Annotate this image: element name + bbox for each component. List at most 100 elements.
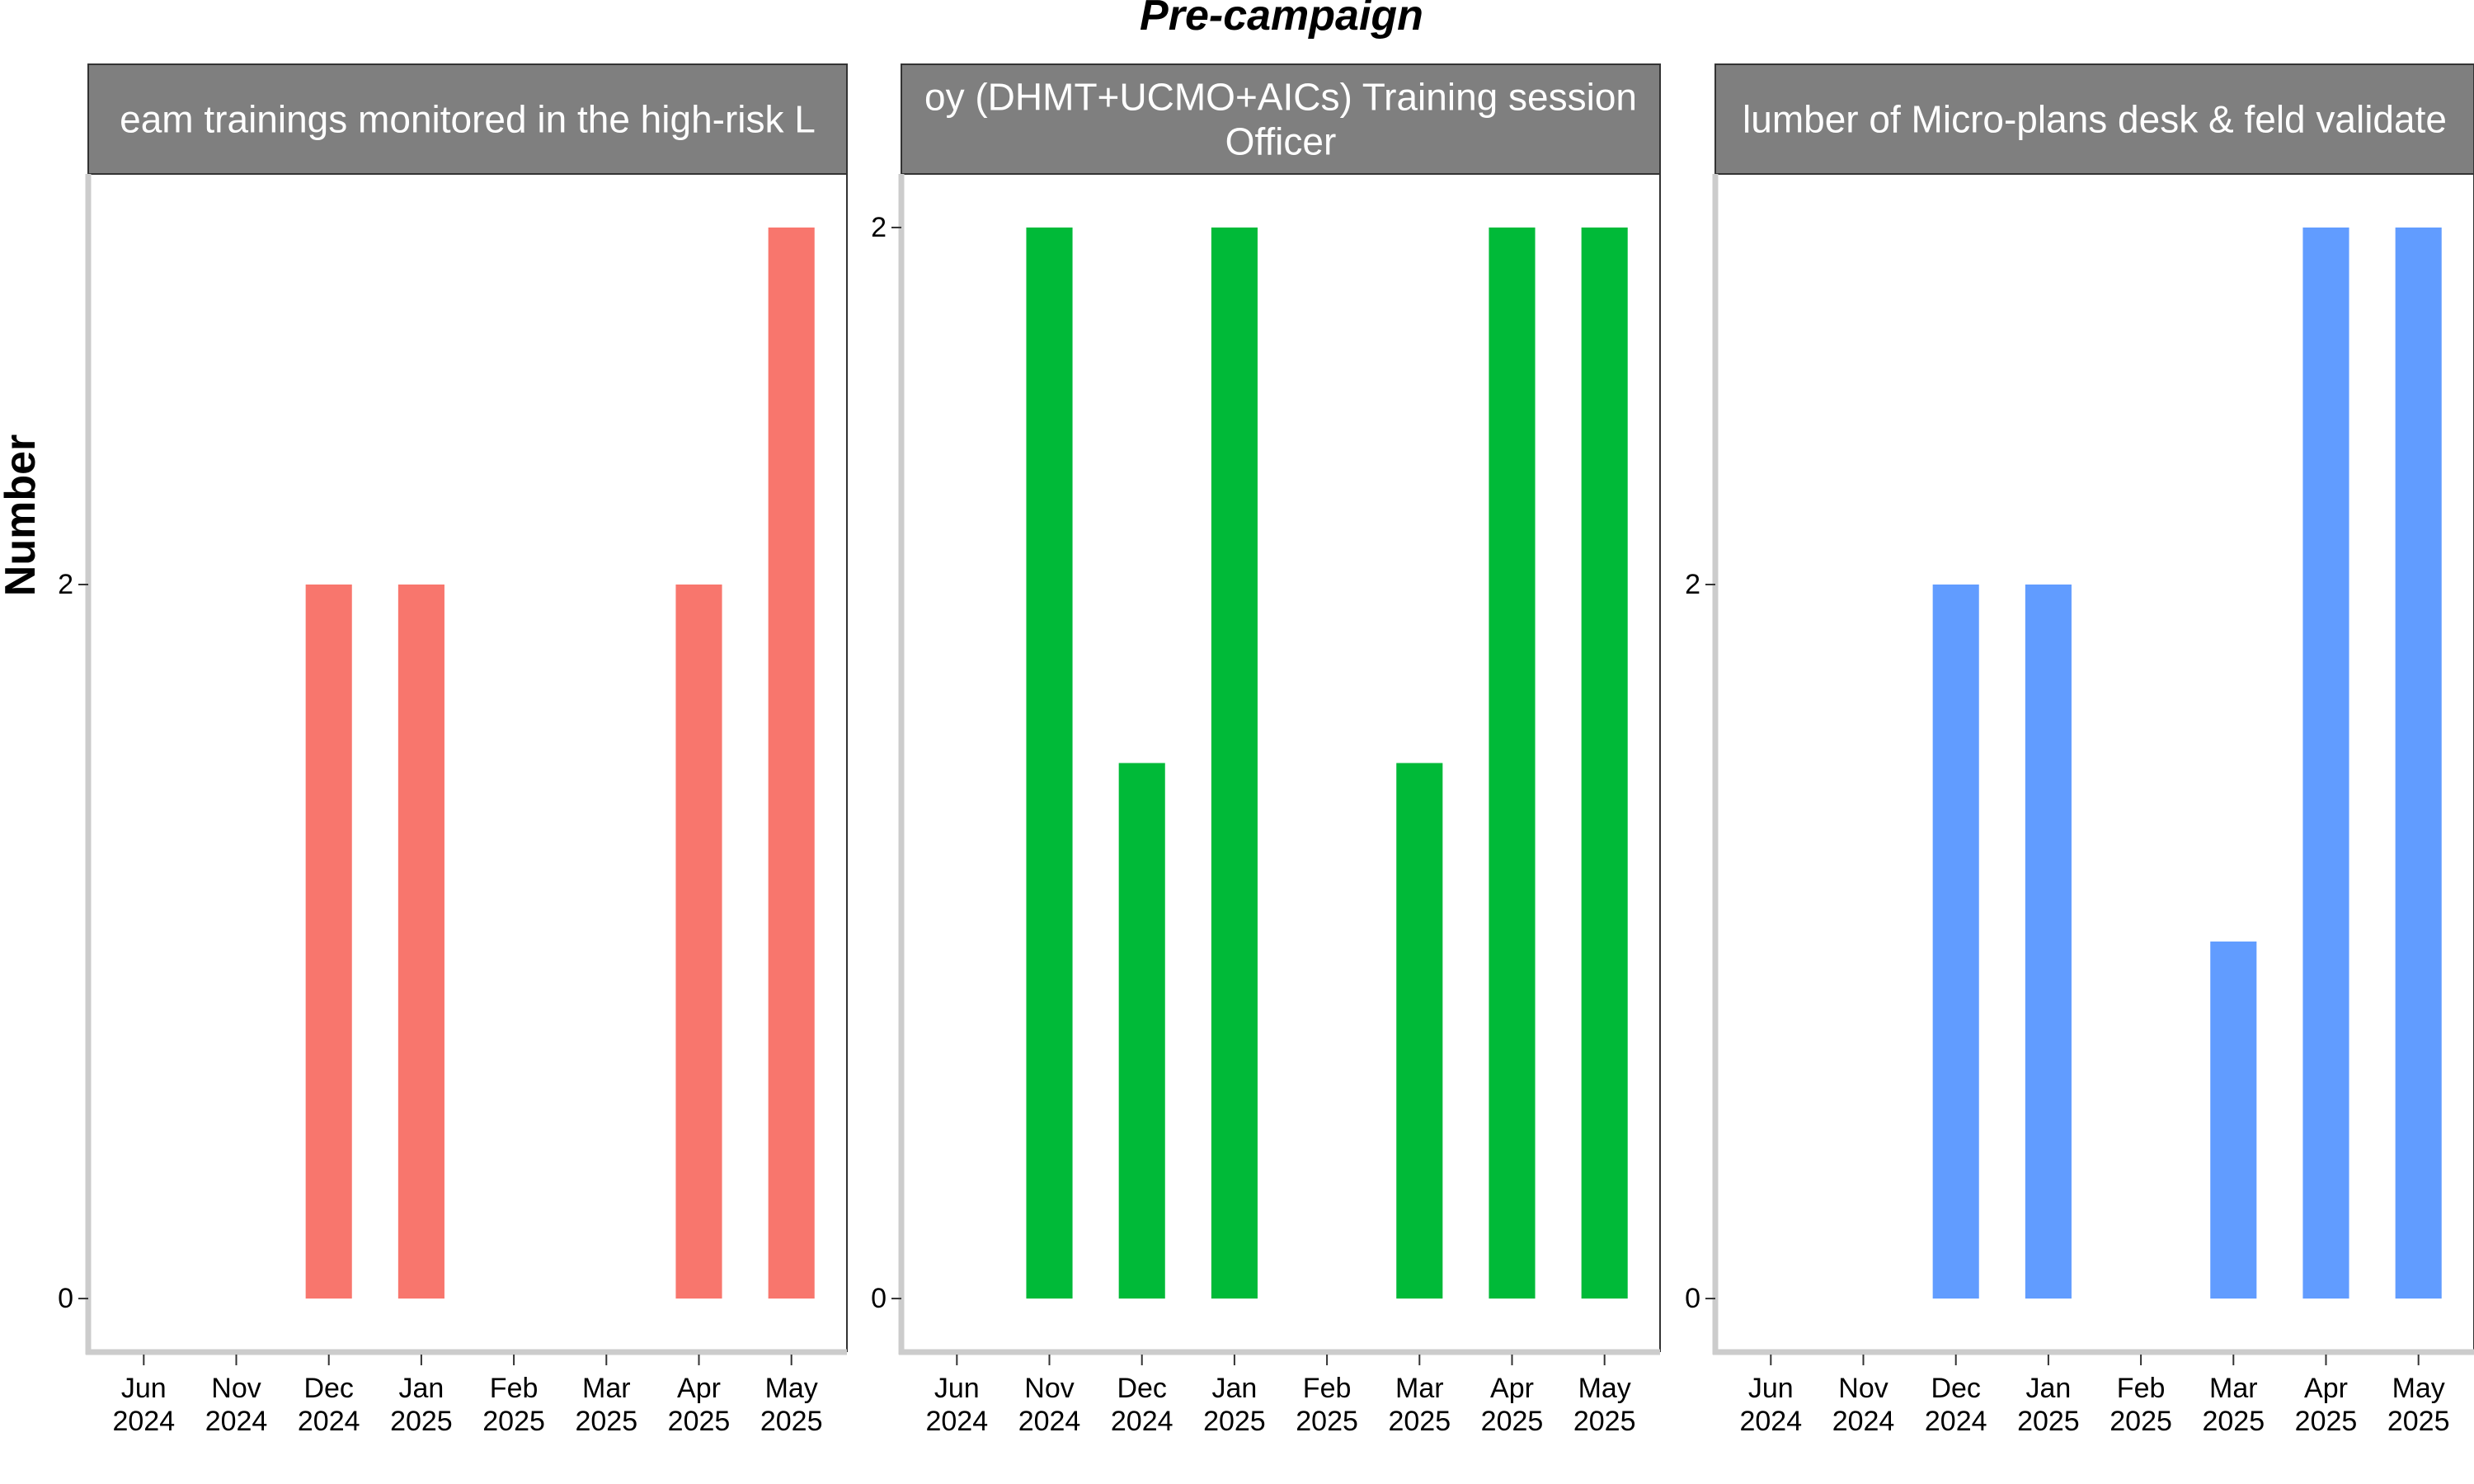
facet-strip-label: oy (DHMT+UCMO+AICs) Training session <box>924 76 1637 119</box>
facet-panels: eam trainings monitored in the high-risk… <box>58 63 2474 1437</box>
x-tick-year: 2024 <box>298 1406 360 1437</box>
y-tick-label: 2 <box>871 212 887 243</box>
x-tick-month: Apr <box>2304 1373 2348 1404</box>
x-tick-year: 2024 <box>1111 1406 1174 1437</box>
facet-panel-2: oy (DHMT+UCMO+AICs) Training sessionOffi… <box>871 63 1661 1437</box>
x-tick-month: Jun <box>934 1373 980 1404</box>
x-tick-year: 2025 <box>2202 1406 2265 1437</box>
bar-dec-2024 <box>1932 584 1979 1299</box>
x-tick-year: 2024 <box>925 1406 988 1437</box>
bar-jan-2025 <box>2025 584 2072 1299</box>
x-tick-year: 2024 <box>1018 1406 1081 1437</box>
y-axis-label: Number <box>0 434 45 596</box>
facet-panel-1: eam trainings monitored in the high-risk… <box>58 63 848 1437</box>
x-tick-year: 2025 <box>1296 1406 1358 1437</box>
x-tick-month: Feb <box>1303 1373 1352 1404</box>
x-tick-year: 2025 <box>760 1406 823 1437</box>
x-tick-month: Apr <box>677 1373 721 1404</box>
facet-strip-background <box>901 63 1661 175</box>
x-tick-month: May <box>2392 1373 2445 1404</box>
chart-title: Pre-campaign <box>1140 0 1423 40</box>
bar-mar-2025 <box>2210 942 2257 1299</box>
x-tick-year: 2025 <box>575 1406 637 1437</box>
x-tick-year: 2025 <box>1388 1406 1451 1437</box>
x-tick-year: 2025 <box>2387 1406 2450 1437</box>
x-tick-month: Nov <box>1838 1373 1888 1404</box>
x-tick-year: 2024 <box>205 1406 268 1437</box>
facet-strip-background <box>1714 63 2474 175</box>
y-tick-label: 0 <box>871 1283 887 1314</box>
bar-dec-2024 <box>305 584 352 1299</box>
y-tick-label: 2 <box>58 569 73 600</box>
bar-dec-2024 <box>1118 763 1165 1299</box>
plot-background <box>901 174 1660 1352</box>
x-tick-month: Jun <box>121 1373 167 1404</box>
x-tick-month: Dec <box>303 1373 353 1404</box>
x-tick-month: Feb <box>490 1373 539 1404</box>
bar-jan-2025 <box>1211 227 1258 1299</box>
x-tick-year: 2025 <box>482 1406 545 1437</box>
bar-jan-2025 <box>397 584 444 1299</box>
bar-nov-2024 <box>1026 227 1073 1299</box>
x-tick-year: 2025 <box>1573 1406 1636 1437</box>
x-tick-month: Mar <box>1395 1373 1444 1404</box>
x-tick-month: Jun <box>1748 1373 1794 1404</box>
x-tick-year: 2024 <box>112 1406 175 1437</box>
facet-panel-3: lumber of Micro-plans desk & feld valida… <box>1685 63 2474 1437</box>
x-tick-year: 2025 <box>2017 1406 2080 1437</box>
y-tick-label: 0 <box>58 1283 73 1314</box>
x-tick-year: 2025 <box>2109 1406 2172 1437</box>
x-tick-month: Feb <box>2117 1373 2166 1404</box>
x-tick-month: May <box>765 1373 818 1404</box>
x-tick-month: Jan <box>1211 1373 1257 1404</box>
bar-mar-2025 <box>1396 763 1443 1299</box>
x-tick-month: Jan <box>2025 1373 2071 1404</box>
plot-background <box>1715 174 2474 1352</box>
x-tick-year: 2025 <box>1203 1406 1266 1437</box>
x-tick-year: 2024 <box>1739 1406 1802 1437</box>
x-tick-month: Apr <box>1490 1373 1534 1404</box>
bar-may-2025 <box>2395 227 2442 1299</box>
bar-apr-2025 <box>1489 227 1536 1299</box>
x-tick-month: Mar <box>582 1373 631 1404</box>
x-tick-month: Nov <box>1024 1373 1074 1404</box>
facet-strip-label: lumber of Micro-plans desk & feld valida… <box>1743 98 2447 141</box>
x-tick-month: May <box>1578 1373 1631 1404</box>
facet-strip-background <box>87 63 848 175</box>
x-tick-month: Nov <box>211 1373 261 1404</box>
facet-strip-label: eam trainings monitored in the high-risk… <box>120 98 816 141</box>
x-tick-year: 2025 <box>390 1406 453 1437</box>
y-tick-label: 0 <box>1685 1283 1700 1314</box>
x-tick-month: Dec <box>1931 1373 1980 1404</box>
facet-strip-label: Officer <box>1225 120 1337 163</box>
x-tick-year: 2024 <box>1832 1406 1895 1437</box>
plot-background <box>88 174 847 1352</box>
bar-may-2025 <box>1581 227 1628 1299</box>
x-tick-month: Jan <box>398 1373 444 1404</box>
bar-apr-2025 <box>2302 227 2349 1299</box>
y-tick-label: 2 <box>1685 569 1700 600</box>
x-tick-month: Dec <box>1117 1373 1166 1404</box>
